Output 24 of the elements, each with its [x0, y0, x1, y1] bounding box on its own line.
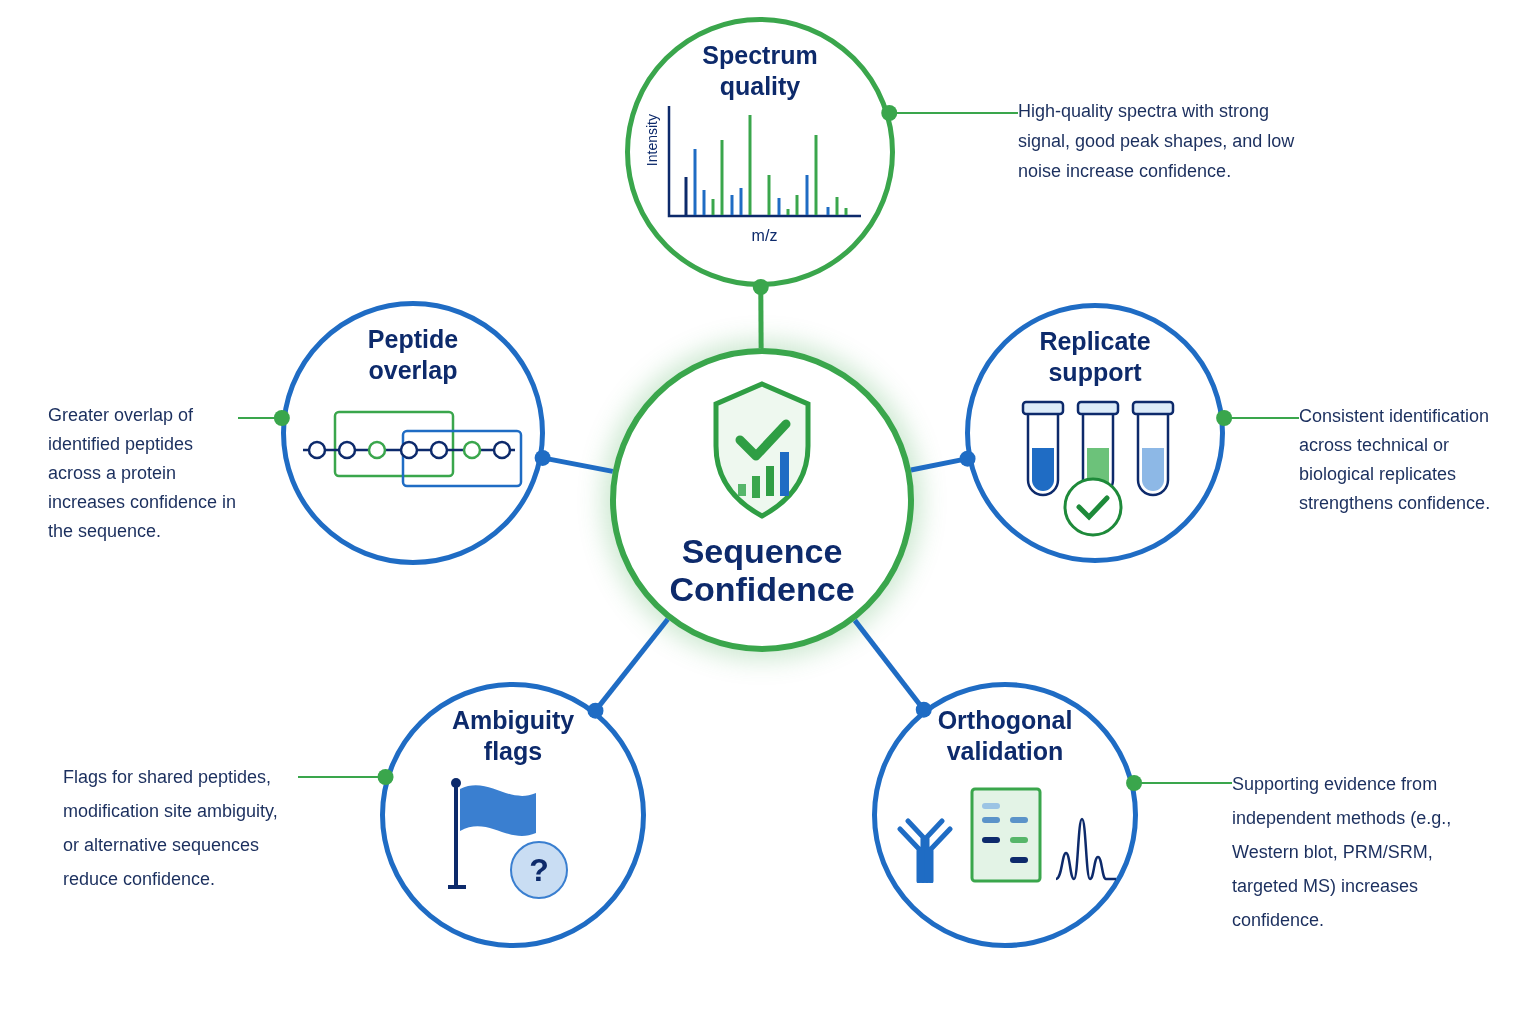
description-text: Consistent identification across technical or biological replicates strengthens confidence.: [1299, 402, 1524, 518]
connector-line: [587, 617, 670, 719]
circle-title: Peptide overlap: [366, 324, 460, 386]
connector-line: [910, 450, 976, 473]
axis-label: Intensity: [642, 114, 661, 167]
circle-title: Sequence Confidence: [668, 532, 856, 608]
leader-line: [237, 410, 290, 426]
leader-line: [1126, 775, 1233, 791]
circle-title: Orthogonal validation: [936, 705, 1074, 767]
connector-line: [752, 279, 769, 348]
description-text: Greater overlap of identified peptides across a protein increases confidence in the sequence.: [48, 401, 238, 546]
connector-line: [852, 618, 932, 718]
connector-line: [534, 449, 614, 474]
description-text: Flags for shared peptides, modification site ambiguity, or alternative sequences reduce confidence.: [63, 760, 298, 896]
description-text: High-quality spectra with strong signal, good peak shapes, and low noise increase confidence.: [1018, 96, 1318, 186]
axis-label: m/z: [751, 226, 778, 246]
description-text: Supporting evidence from independent methods (e.g., Western blot, PRM/SRM, targeted MS) increases confidence.: [1232, 767, 1482, 937]
leader-line: [881, 105, 1019, 121]
circle-title: Ambiguity flags: [450, 705, 576, 767]
circle-title: Spectrum quality: [701, 40, 819, 102]
leader-line: [297, 769, 394, 785]
circle-title: Replicate support: [1038, 326, 1152, 388]
question-mark-badge: ?: [510, 841, 568, 899]
leader-line: [1216, 410, 1300, 426]
